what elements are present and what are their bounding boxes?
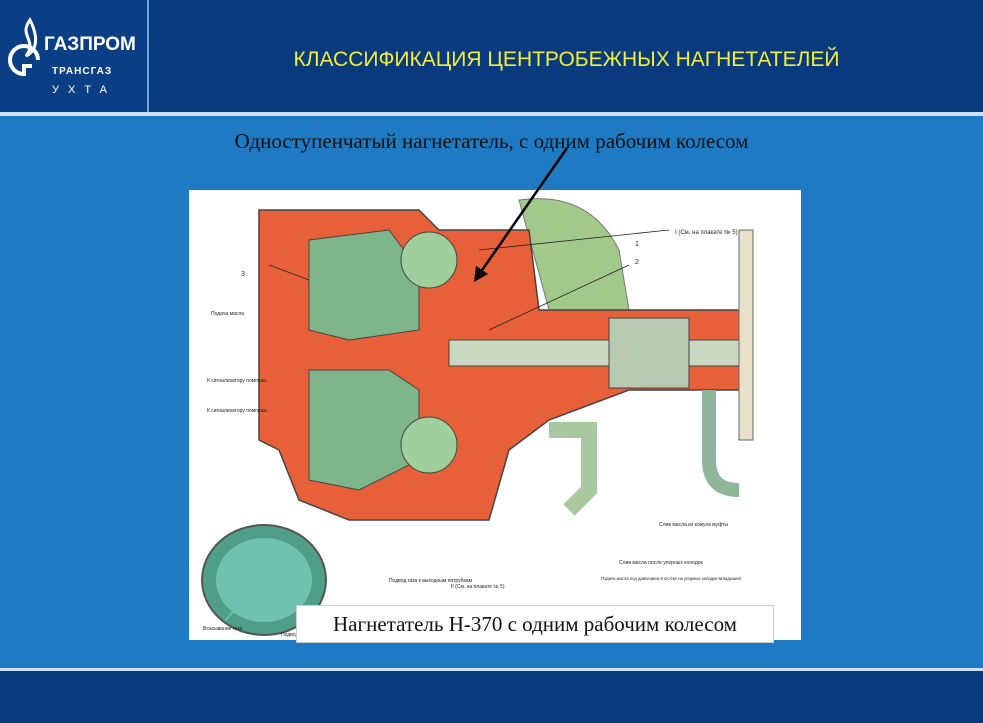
label-1: 1: [635, 241, 639, 248]
leader-line-3: [268, 264, 310, 281]
label-gas-inlet: Подвод газа к выходным патрубкам: [389, 578, 473, 584]
header-divider: [0, 112, 983, 116]
bearing-housing: [608, 317, 690, 389]
label-pressure-oil: Подача масла под давлением 5 кгс/см² на …: [601, 576, 741, 581]
compressor-cross-section-drawing: I (См. на плакате № 5) 1 2 3 Подача масл…: [189, 190, 801, 640]
slide-footer: [0, 668, 983, 723]
label-gas-suction: Всасывание газа: [203, 626, 243, 632]
lower-ring: [400, 416, 458, 474]
label-oil-supply: Подача масла: [211, 311, 244, 317]
logo-sub: ТРАНСГАЗ: [52, 66, 113, 77]
slide-header: ГАЗПРОМ ТРАНСГАЗ УХТА КЛАССИФИКАЦИЯ ЦЕНТ…: [0, 0, 983, 112]
coupling-flange: [738, 229, 754, 441]
gas-flow-arrow-icon: [223, 594, 247, 622]
figure-caption: Нагнетатель Н-370 с одним рабочим колесо…: [296, 605, 774, 643]
oil-drain-pipe: [702, 390, 740, 497]
rotor-shaft: [448, 339, 750, 367]
label-i: I (См. на плакате № 5): [675, 229, 738, 236]
label-podvod: Подвод: [281, 632, 298, 638]
oil-supply-pipe: [549, 422, 597, 516]
slide-body: Одноступенчатый нагнетатель, с одним раб…: [0, 116, 983, 668]
label-surge-1: К сигнализатору помпажа: [207, 378, 267, 384]
upper-ring: [400, 231, 458, 289]
label-ii: II (См. на плакате № 5): [451, 584, 505, 590]
drawing-svg: I (См. на плакате № 5) 1 2 3 Подача масл…: [201, 198, 754, 638]
label-coupling-drain: Слив масла из кожуха муфты: [659, 522, 728, 528]
label-2: 2: [635, 259, 639, 266]
logo-city: УХТА: [52, 84, 117, 96]
slide-title: КЛАССИФИКАЦИЯ ЦЕНТРОБЕЖНЫХ НАГНЕТАТЕЛЕЙ: [293, 48, 840, 71]
logo-name: ГАЗПРОМ: [44, 34, 136, 55]
label-thrust-drain: Слив масла после упорных колодок: [619, 560, 704, 566]
gazprom-logo: ГАЗПРОМ ТРАНСГАЗ УХТА: [0, 0, 149, 112]
label-3: 3: [241, 271, 245, 278]
slide-subtitle: Одноступенчатый нагнетатель, с одним раб…: [234, 129, 749, 153]
label-surge-2: К сигнализатору помпажа: [207, 408, 267, 414]
flame-icon: [8, 17, 40, 77]
leader-line-2: [488, 264, 630, 331]
volute-upper: [308, 229, 420, 341]
